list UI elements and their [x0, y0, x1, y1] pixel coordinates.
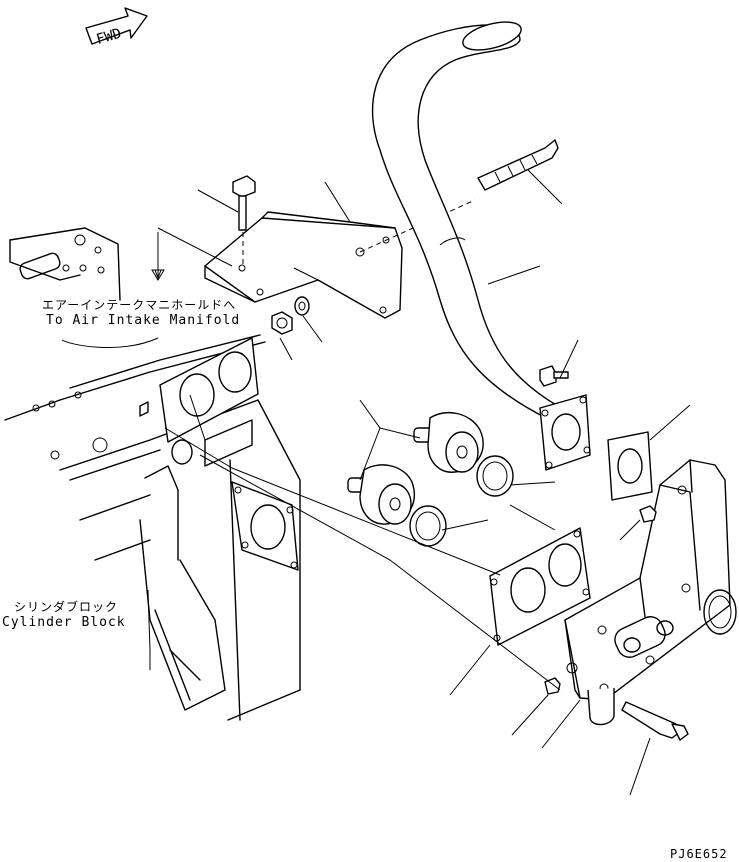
thermostat-upper [413, 411, 484, 473]
fwd-arrow-text: FWD [95, 26, 124, 48]
housing-long-bolt [621, 701, 689, 741]
bracket-washer [294, 296, 310, 316]
thermostat-lower [347, 464, 415, 525]
stud-bolt [477, 139, 559, 191]
label-block-jp: シリンダブロック [14, 600, 119, 614]
bracket-nut [271, 311, 293, 335]
mounting-bracket [204, 211, 403, 319]
thermostat-housing [564, 459, 737, 726]
flange-gasket [607, 431, 653, 501]
water-pipe [371, 21, 591, 471]
label-block-en: Cylinder Block [2, 615, 126, 630]
label-intake-jp: エアーインテークマニホールドへ [42, 298, 237, 312]
leader-lines [61, 169, 691, 796]
thermostat-seal-upper [476, 455, 514, 497]
fwd-arrow: FWD [85, 7, 148, 48]
bracket-bolt [232, 175, 256, 266]
housing-gasket [489, 527, 591, 646]
thermostat-seal-lower [409, 505, 447, 547]
housing-plug [639, 505, 657, 523]
drawing-code: PJ6E652 [670, 847, 728, 861]
label-intake-en: To Air Intake Manifold [46, 313, 241, 328]
block-front-face [139, 337, 299, 571]
